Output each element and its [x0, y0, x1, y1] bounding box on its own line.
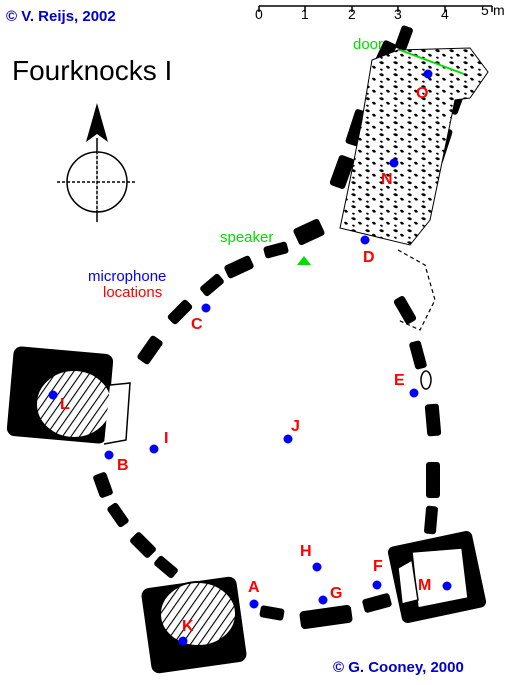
mic-label-c: C — [191, 316, 203, 333]
scale-tick-0: 0 — [255, 6, 263, 22]
mic-dot-l — [48, 390, 58, 400]
scale-tick-5: 5 — [481, 2, 489, 18]
mic-label-k: K — [182, 618, 194, 635]
mic-dot-m — [442, 581, 452, 591]
door-label: door — [353, 36, 383, 53]
microphone-legend-line1: microphone — [88, 268, 166, 285]
mic-dot-n — [389, 158, 399, 168]
scale-tick-4: 4 — [441, 6, 449, 22]
microphone-dots — [48, 69, 452, 646]
mic-dot-i — [149, 444, 159, 454]
scale-unit: m — [493, 2, 505, 18]
scale-tick-3: 3 — [394, 6, 402, 22]
copyright-left: © V. Reijs, 2002 — [6, 8, 116, 25]
recess-southeast — [387, 531, 487, 623]
scale-bar: 0 1 2 3 4 5 m — [255, 2, 505, 22]
mic-label-e: E — [394, 372, 405, 389]
copyright-right: © G. Cooney, 2000 — [333, 659, 464, 676]
mic-dot-j — [283, 434, 293, 444]
speaker-icon — [297, 256, 311, 265]
mic-dot-o — [423, 69, 433, 79]
mic-dot-c — [201, 303, 211, 313]
speaker-label: speaker — [220, 229, 273, 246]
passage-rubble — [339, 47, 489, 246]
scale-tick-1: 1 — [301, 6, 309, 22]
mic-dot-k — [178, 636, 188, 646]
diagram-title: Fourknocks I — [12, 55, 172, 86]
mic-label-m: M — [418, 577, 431, 594]
mic-label-a: A — [248, 579, 260, 596]
mic-label-j: J — [291, 418, 300, 435]
mic-dot-d — [360, 235, 370, 245]
mic-label-n: N — [381, 171, 393, 188]
mic-label-g: G — [330, 585, 342, 602]
passage-outline — [397, 249, 436, 331]
microphone-labels: A B C D E F G H I J K L M N O — [60, 85, 431, 635]
mic-label-i: I — [164, 430, 168, 447]
mic-dot-g — [318, 595, 328, 605]
north-arrow-icon — [57, 103, 137, 222]
chamber-orthostats — [93, 241, 442, 630]
small-stone — [420, 370, 432, 390]
microphone-legend-line2: locations — [103, 284, 162, 301]
mic-dot-b — [104, 450, 114, 460]
recess-west — [6, 346, 131, 445]
door-line — [399, 49, 465, 75]
scale-tick-2: 2 — [348, 6, 356, 22]
mic-label-o: O — [416, 85, 428, 102]
mic-label-l: L — [60, 396, 70, 413]
recess-southwest — [141, 576, 247, 674]
mic-dot-f — [372, 580, 382, 590]
mic-dot-e — [409, 388, 419, 398]
mic-dot-h — [312, 562, 322, 572]
mic-dot-a — [249, 599, 259, 609]
mic-label-h: H — [300, 543, 312, 560]
mic-label-d: D — [363, 249, 375, 266]
mic-label-b: B — [117, 457, 129, 474]
mic-label-f: F — [373, 558, 383, 575]
